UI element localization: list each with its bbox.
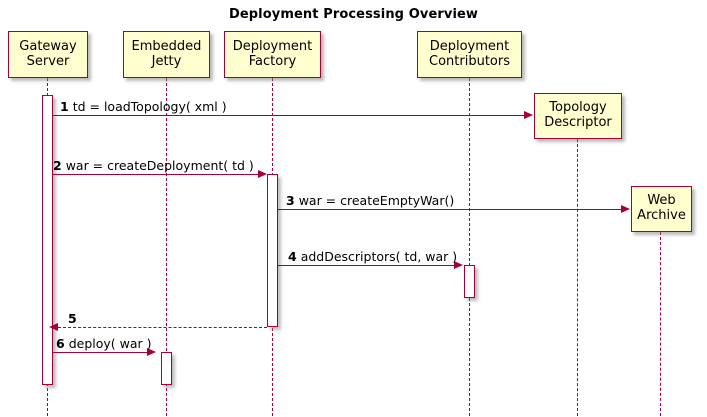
message-text-1: td = loadTopology( xml ) bbox=[72, 99, 227, 114]
participant-label-line1: Web bbox=[647, 193, 676, 209]
message-number-1: 1 bbox=[60, 99, 69, 114]
message-number-5: 5 bbox=[68, 311, 77, 326]
message-line-4 bbox=[278, 265, 455, 266]
message-arrowhead-1 bbox=[524, 111, 533, 119]
message-label-1: 1 td = loadTopology( xml ) bbox=[60, 99, 227, 114]
participant-web-archive[interactable]: Web Archive bbox=[631, 186, 692, 232]
activation-bar-embedded-jetty bbox=[161, 352, 172, 385]
message-text-4: addDescriptors( td, war ) bbox=[300, 249, 458, 264]
activation-bar-gateway-server bbox=[42, 95, 53, 385]
participant-label-line2: Archive bbox=[637, 208, 686, 223]
message-arrowhead-2 bbox=[258, 170, 267, 178]
activation-bar-deployment-factory bbox=[267, 174, 278, 327]
participant-label-line1: Deployment bbox=[232, 38, 313, 54]
participant-label-line1: Topology bbox=[549, 100, 607, 116]
activation-bar-deployment-contributors bbox=[464, 265, 475, 298]
message-number-3: 3 bbox=[286, 193, 295, 208]
message-arrowhead-6 bbox=[147, 348, 156, 356]
participant-label-line1: Gateway bbox=[19, 38, 77, 54]
message-label-5: 5 bbox=[68, 311, 77, 326]
lifeline-deployment-contributors bbox=[469, 78, 470, 416]
message-arrowhead-5 bbox=[49, 323, 58, 331]
lifeline-embedded-jetty bbox=[166, 78, 167, 416]
participant-deployment-factory[interactable]: Deployment Factory bbox=[224, 31, 321, 78]
message-number-2: 2 bbox=[53, 158, 62, 173]
message-label-6: 6 deploy( war ) bbox=[56, 336, 152, 351]
message-label-3: 3 war = createEmptyWar() bbox=[286, 193, 454, 208]
message-text-6: deploy( war ) bbox=[68, 336, 152, 351]
message-arrowhead-3 bbox=[621, 205, 630, 213]
message-line-2 bbox=[53, 174, 259, 175]
message-line-1 bbox=[53, 115, 525, 116]
participant-label-line1: Embedded bbox=[131, 38, 202, 54]
message-text-2: war = createDeployment( td ) bbox=[65, 158, 254, 173]
participant-label-line2: Contributors bbox=[429, 53, 510, 69]
message-arrowhead-4 bbox=[454, 261, 463, 269]
message-text-3: war = createEmptyWar() bbox=[298, 193, 455, 208]
lifeline-topology-descriptor bbox=[577, 139, 578, 416]
participant-embedded-jetty[interactable]: Embedded Jetty bbox=[123, 31, 210, 78]
message-line-6 bbox=[53, 352, 148, 353]
message-label-2: 2 war = createDeployment( td ) bbox=[53, 158, 254, 173]
participant-label-line2: Jetty bbox=[151, 53, 182, 69]
participant-topology-descriptor[interactable]: Topology Descriptor bbox=[534, 93, 622, 139]
message-number-6: 6 bbox=[56, 336, 65, 351]
message-line-5 bbox=[58, 327, 267, 328]
participant-gateway-server[interactable]: Gateway Server bbox=[8, 31, 88, 78]
message-number-4: 4 bbox=[288, 249, 297, 264]
participant-deployment-contributors[interactable]: Deployment Contributors bbox=[417, 31, 522, 78]
participant-label-line2: Server bbox=[26, 53, 70, 69]
participant-label-line1: Deployment bbox=[429, 38, 510, 54]
diagram-title: Deployment Processing Overview bbox=[228, 7, 479, 22]
participant-label-line2: Descriptor bbox=[544, 115, 612, 130]
participant-label-line2: Factory bbox=[248, 53, 297, 69]
message-label-4: 4 addDescriptors( td, war ) bbox=[288, 249, 457, 264]
lifeline-web-archive bbox=[660, 232, 661, 416]
message-line-3 bbox=[278, 209, 622, 210]
